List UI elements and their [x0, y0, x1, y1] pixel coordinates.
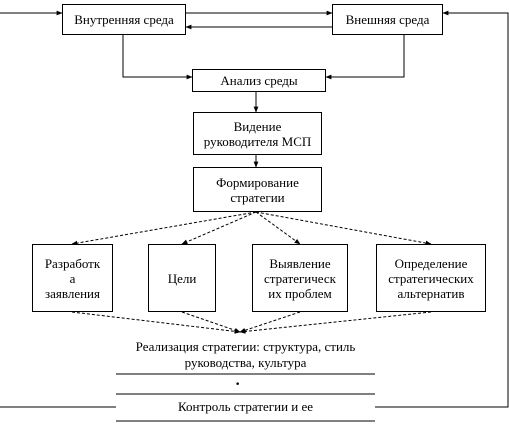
mission-line-3: заявления: [44, 285, 100, 301]
internal-environment-box: Внутренняя среда: [62, 4, 186, 35]
leader-vision-line-2: руководителя МСП: [203, 133, 312, 149]
arrow-formation-to-problems: [255, 211, 301, 245]
arrow-formation-to-mission: [71, 211, 257, 246]
arrow-alternatives-to-impl: [239, 311, 432, 334]
environment-analysis-label: Анализ среды: [220, 73, 298, 88]
strategy-formation-box: Формирование стратегии: [193, 167, 322, 212]
small-marker: •: [235, 380, 240, 390]
strategic-alternatives-line-3: альтернатив: [397, 285, 465, 301]
strategy-formation-line-1: Формирование: [216, 174, 299, 190]
arrow-right-loop: [375, 10, 509, 408]
implementation-line-2: руководства, культура: [184, 355, 307, 370]
goals-label: Цели: [167, 270, 197, 286]
mission-line-1: Разработк: [44, 255, 101, 271]
strategy-formation-line-2: стратегии: [230, 189, 285, 205]
arrow-goals-to-impl: [181, 311, 241, 333]
arrow-formation-to-goals: [181, 211, 257, 245]
arrow-problems-to-impl: [239, 311, 301, 333]
mission-line-2: а: [69, 270, 76, 286]
external-environment-box: Внешняя среда: [332, 4, 443, 35]
leader-vision-box: Видение руководителя МСП: [193, 112, 322, 155]
strategic-problems-line-1: Выявление: [269, 255, 331, 271]
strategic-alternatives-box: Определение стратегических альтернатив: [376, 244, 486, 312]
external-environment-label: Внешняя среда: [345, 12, 430, 27]
arrow-internal-to-analysis: [122, 35, 193, 80]
leader-vision-line-1: Видение: [233, 118, 282, 134]
arrow-formation-to-alternatives: [255, 211, 432, 246]
strategy-control: Контроль стратегии и ее: [116, 399, 375, 415]
arrow-external-to-analysis: [325, 35, 405, 80]
strategy-implementation: Реализация стратегии: структура, стиль р…: [116, 339, 375, 371]
mission-box: Разработк а заявления: [32, 244, 113, 312]
strategic-alternatives-line-1: Определение: [394, 255, 468, 271]
environment-analysis-box: Анализ среды: [192, 69, 326, 92]
strategic-problems-line-3: их проблем: [268, 285, 332, 301]
strategic-problems-line-2: стратегическ: [263, 270, 336, 286]
control-label: Контроль стратегии и ее: [177, 399, 314, 414]
internal-environment-label: Внутренняя среда: [74, 12, 174, 27]
goals-box: Цели: [148, 244, 216, 312]
implementation-line-1: Реализация стратегии: структура, стиль: [135, 339, 356, 354]
strategic-problems-box: Выявление стратегическ их проблем: [252, 244, 348, 312]
strategic-alternatives-line-2: стратегических: [388, 270, 474, 286]
arrow-mission-to-impl: [71, 311, 241, 334]
